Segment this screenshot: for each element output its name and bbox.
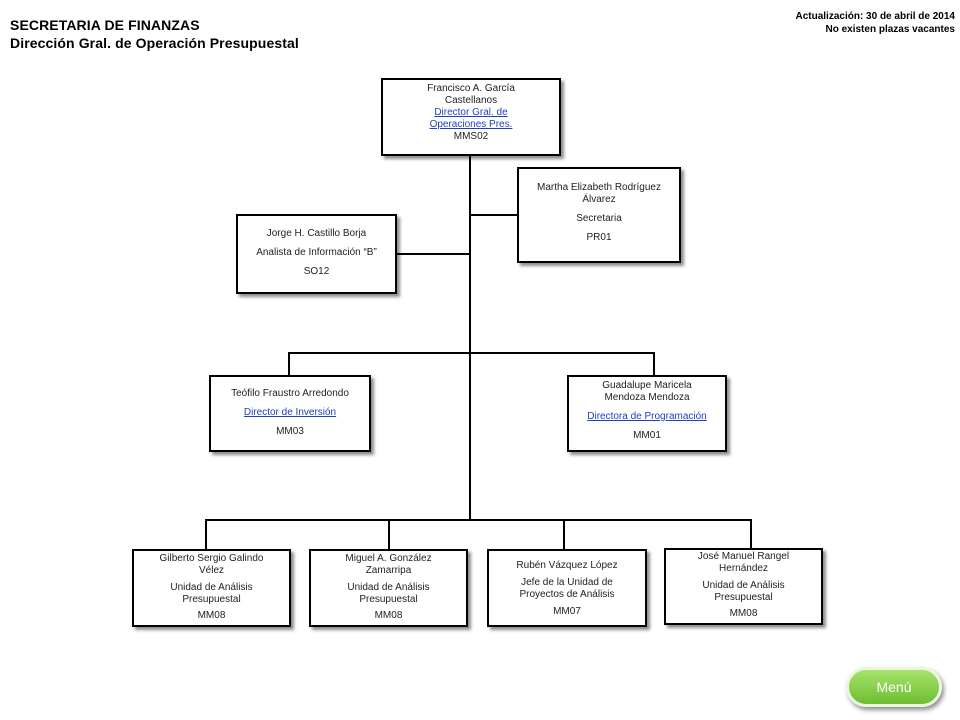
unit-drop-line-1 xyxy=(205,519,207,550)
unit-3-role-line2: Proyectos de Análisis xyxy=(519,589,615,600)
director-role-line2: Operaciones Pres. xyxy=(429,119,513,130)
update-date: Actualización: 30 de abril de 2014 xyxy=(795,11,955,22)
menu-button[interactable]: Menú xyxy=(846,667,942,707)
director-name-line2: Castellanos xyxy=(444,95,498,106)
menu-button-label: Menú xyxy=(876,679,912,695)
unit-box-4: José Manuel Rangel Hernández Unidad de A… xyxy=(664,548,823,625)
programming-director-box: Guadalupe Maricela Mendoza Mendoza Direc… xyxy=(567,375,727,452)
unit-box-3: Rubén Vázquez López Jefe de la Unidad de… xyxy=(487,549,647,627)
analyst-code: SO12 xyxy=(303,266,330,277)
secretary-role: Secretaria xyxy=(576,213,622,224)
investment-name: Teófilo Fraustro Arredondo xyxy=(231,388,349,399)
directors-bus-line xyxy=(288,352,655,354)
unit-4-role-line2: Presupuestal xyxy=(714,592,773,603)
investment-drop-line xyxy=(288,352,290,376)
page-subtitle: Dirección Gral. de Operación Presupuesta… xyxy=(10,35,299,51)
programming-name-line1: Guadalupe Maricela xyxy=(602,380,692,391)
analyst-box: Jorge H. Castillo Borja Analista de Info… xyxy=(236,214,397,294)
unit-box-2: Miguel A. González Zamarripa Unidad de A… xyxy=(309,549,468,627)
unit-2-name-line2: Zamarripa xyxy=(365,565,412,576)
unit-3-role-line1: Jefe de la Unidad de xyxy=(521,577,613,588)
investment-role-link[interactable]: Director de Inversión xyxy=(243,407,337,418)
unit-drop-line-4 xyxy=(750,519,752,550)
vacancies-note: No existen plazas vacantes xyxy=(825,24,955,35)
director-role-link[interactable]: Director Gral. de Operaciones Pres. xyxy=(387,107,555,131)
secretary-code: PR01 xyxy=(586,232,612,243)
analyst-branch-line xyxy=(396,253,470,255)
investment-director-box: Teófilo Fraustro Arredondo Director de I… xyxy=(209,375,371,452)
programming-name-line2: Mendoza Mendoza xyxy=(604,392,690,403)
director-general-box: Francisco A. García Castellanos Director… xyxy=(381,78,561,156)
unit-3-name: Rubén Vázquez López xyxy=(516,560,618,571)
unit-2-role-line1: Unidad de Análisis xyxy=(347,582,430,593)
secretary-name-line1: Martha Elizabeth Rodríguez xyxy=(537,182,661,193)
unit-1-role-line2: Presupuestal xyxy=(182,594,241,605)
programming-role-link[interactable]: Directora de Programación xyxy=(587,411,707,422)
unit-4-name-line1: José Manuel Rangel xyxy=(697,551,790,562)
analyst-name: Jorge H. Castillo Borja xyxy=(266,228,367,239)
units-bus-line xyxy=(205,519,752,521)
analyst-role: Analista de Información “B” xyxy=(256,247,377,258)
unit-box-1: Gilberto Sergio Galindo Vélez Unidad de … xyxy=(132,549,291,627)
main-trunk-line xyxy=(469,155,471,521)
unit-2-role-line2: Presupuestal xyxy=(359,594,418,605)
unit-2-name-line1: Miguel A. González xyxy=(345,553,432,564)
unit-1-role-line1: Unidad de Análisis xyxy=(170,582,253,593)
secretary-box: Martha Elizabeth Rodríguez Álvarez Secre… xyxy=(517,167,681,263)
director-code: MMS02 xyxy=(453,131,489,142)
investment-code: MM03 xyxy=(276,426,304,437)
director-name-line1: Francisco A. García xyxy=(427,83,515,94)
director-role-line1: Director Gral. de xyxy=(434,107,508,118)
unit-1-code: MM08 xyxy=(197,610,226,621)
unit-drop-line-3 xyxy=(563,519,565,550)
page-title: SECRETARIA DE FINANZAS xyxy=(10,17,200,33)
unit-2-code: MM08 xyxy=(374,610,403,621)
unit-4-name-line2: Hernández xyxy=(719,563,768,574)
update-info: Actualización: 30 de abril de 2014 No ex… xyxy=(795,10,955,36)
programming-drop-line xyxy=(653,352,655,376)
unit-4-code: MM08 xyxy=(729,608,758,619)
unit-1-name-line1: Gilberto Sergio Galindo xyxy=(159,553,264,564)
secretary-branch-line xyxy=(470,214,518,216)
unit-3-code: MM07 xyxy=(553,606,581,617)
programming-code: MM01 xyxy=(633,430,661,441)
secretary-name-line2: Álvarez xyxy=(582,194,616,205)
unit-drop-line-2 xyxy=(388,519,390,550)
unit-4-role-line1: Unidad de Análisis xyxy=(702,580,785,591)
unit-1-name-line2: Vélez xyxy=(198,565,224,576)
